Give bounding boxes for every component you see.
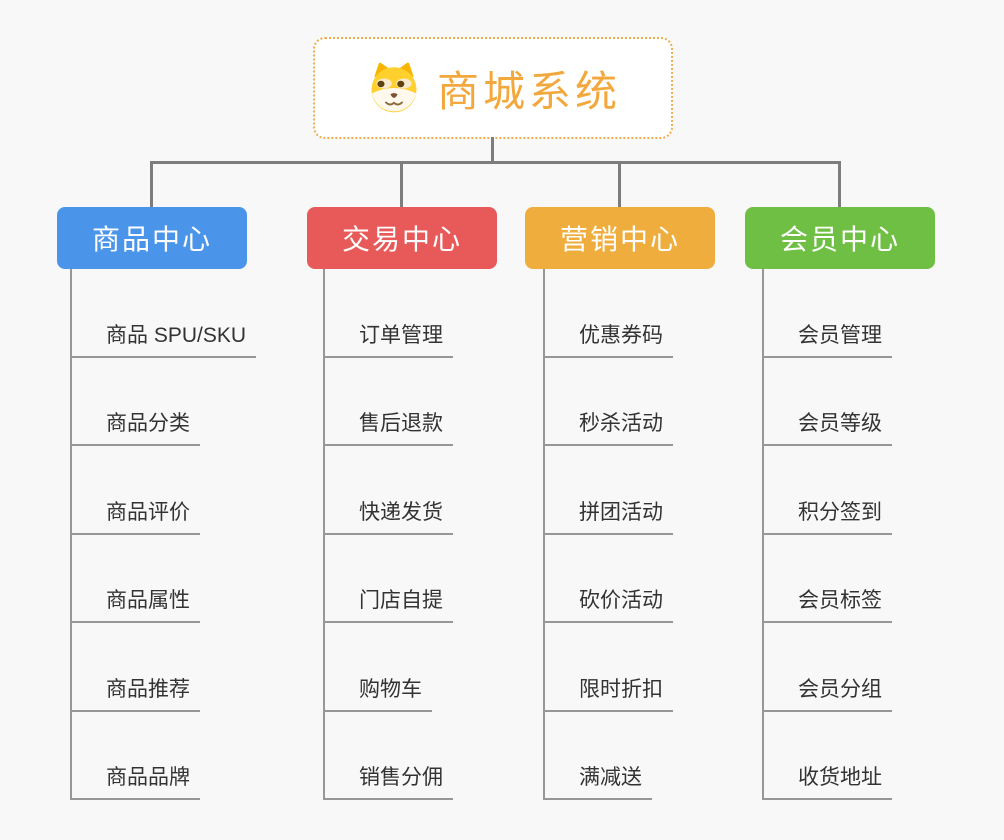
leaf-node[interactable]: 收货地址 (762, 765, 892, 800)
leaf-node[interactable]: 购物车 (323, 677, 432, 712)
leaf-node[interactable]: 会员分组 (762, 677, 892, 712)
leaf-node[interactable]: 订单管理 (323, 323, 453, 358)
leaf-node[interactable]: 商品品牌 (70, 765, 200, 800)
connector-root-stub (491, 137, 494, 162)
leaf-node[interactable]: 会员等级 (762, 411, 892, 446)
branch-node-product-center[interactable]: 商品中心 (57, 207, 247, 269)
leaf-node[interactable]: 销售分佣 (323, 765, 453, 800)
connector-drop (400, 161, 403, 208)
leaf-node[interactable]: 满减送 (543, 765, 652, 800)
leaf-node[interactable]: 商品分类 (70, 411, 200, 446)
leaf-node[interactable]: 售后退款 (323, 411, 453, 446)
leaf-node[interactable]: 商品评价 (70, 500, 200, 535)
branch-node-member-center[interactable]: 会员中心 (745, 207, 935, 269)
branch-node-marketing-center[interactable]: 营销中心 (525, 207, 715, 269)
leaf-node[interactable]: 会员标签 (762, 588, 892, 623)
connector-bus (150, 161, 840, 164)
leaf-node[interactable]: 砍价活动 (543, 588, 673, 623)
leaf-node[interactable]: 快递发货 (323, 500, 453, 535)
leaf-node[interactable]: 商品 SPU/SKU (70, 323, 257, 358)
root-title: 商城系统 (436, 67, 621, 115)
leaf-node[interactable]: 会员管理 (762, 323, 892, 358)
leaf-node[interactable]: 拼团活动 (543, 500, 673, 535)
leaf-node[interactable]: 限时折扣 (543, 677, 673, 712)
connector-drop (150, 161, 153, 208)
leaf-node[interactable]: 商品属性 (70, 588, 200, 623)
leaf-node[interactable]: 商品推荐 (70, 677, 200, 712)
branch-node-trade-center[interactable]: 交易中心 (307, 207, 497, 269)
leaf-node[interactable]: 积分签到 (762, 500, 892, 535)
dog-face-icon (371, 62, 417, 113)
leaf-node[interactable]: 门店自提 (323, 588, 453, 623)
root-node[interactable]: 商城系统 (313, 37, 673, 139)
leaf-node[interactable]: 秒杀活动 (543, 411, 673, 446)
leaf-node[interactable]: 优惠券码 (543, 323, 673, 358)
connector-drop (618, 161, 621, 208)
connector-drop (838, 161, 841, 208)
